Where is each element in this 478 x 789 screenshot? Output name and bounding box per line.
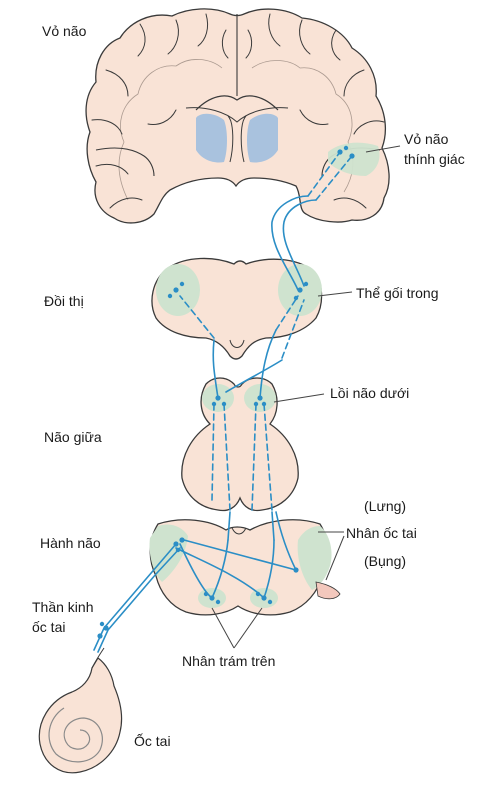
cortex-outline — [85, 8, 390, 224]
cochlea — [38, 647, 123, 774]
leader-medial-geniculate — [317, 291, 353, 297]
radiation-dashed — [307, 151, 341, 197]
brachium-dashed — [281, 299, 305, 359]
corpus-callosum — [195, 95, 279, 111]
lateral-lemniscus — [271, 511, 275, 541]
cochlea-shell — [38, 657, 123, 774]
leader-inferior-colliculus — [273, 393, 325, 403]
leader-lines — [211, 145, 401, 649]
cochlear-nucleus-right — [297, 526, 332, 590]
septum — [227, 115, 247, 163]
label-auditory-cortex-line2: thính giác — [404, 151, 465, 167]
leader-superior-olive-left — [211, 607, 235, 649]
olive-ascending — [263, 539, 275, 599]
brachium-fiber — [225, 359, 283, 393]
midbrain-outline — [181, 377, 299, 512]
label-ventral: (Bụng) — [364, 553, 407, 569]
radiation-dashed — [315, 155, 353, 201]
label-auditory-cortex-line1: Vỏ não — [404, 131, 449, 147]
trapezoid-fiber — [183, 539, 297, 571]
lateral-ventricle-left — [196, 113, 227, 163]
label-medulla: Hành não — [40, 535, 101, 551]
cochlea-spiral — [48, 707, 103, 763]
cochlear-nucleus-right-stub — [315, 581, 341, 600]
olive-ascending — [275, 511, 297, 571]
label-cortex: Vỏ não — [42, 23, 87, 39]
lateral-lemniscus-dashed — [223, 403, 231, 511]
label-cochlear-nerve-line2: ốc tai — [32, 619, 66, 635]
radiation-fiber — [271, 195, 309, 291]
brachium-dashed — [275, 295, 299, 331]
auditory-pathways — [93, 151, 353, 653]
radiation-fiber — [282, 199, 317, 287]
lateral-ventricle-right — [247, 113, 278, 163]
brachium-fiber — [259, 329, 277, 399]
midbrain-section — [181, 377, 299, 512]
medulla-section — [149, 519, 341, 616]
cerebral-cortex-section — [85, 8, 390, 224]
cochlear-nerve-fiber — [97, 547, 181, 653]
trapezoid-fiber — [179, 543, 213, 599]
cortex-sulci — [91, 13, 385, 209]
leader-superior-olive-right — [233, 607, 263, 649]
lateral-lemniscus — [227, 511, 231, 541]
brachium-dashed — [179, 295, 215, 339]
lateral-lemniscus-dashed — [251, 403, 257, 511]
thalamus-section — [151, 257, 323, 360]
lateral-lemniscus-dashed — [211, 403, 215, 501]
lateral-lemniscus-dashed — [263, 403, 273, 511]
neuron-endpoints — [97, 145, 355, 639]
olive-ascending — [211, 539, 229, 599]
label-cochlear-nucleus: Nhân ốc tai — [346, 525, 417, 541]
brachium-fiber — [212, 339, 219, 399]
label-cochlea: Ốc tai — [134, 733, 171, 749]
trapezoid-fiber — [175, 547, 265, 599]
label-thalamus: Đồi thị — [44, 293, 84, 309]
leader-auditory-cortex — [365, 145, 401, 153]
label-superior-olive: Nhân trám trên — [182, 653, 276, 669]
label-medial-geniculate: Thể gối trong — [356, 285, 439, 301]
label-midbrain: Não giữa — [44, 429, 102, 445]
label-cochlear-nerve-line1: Thần kinh — [32, 599, 94, 615]
label-dorsal: (Lưng) — [364, 498, 407, 514]
leader-cochlear-nucleus-ventral — [325, 535, 345, 581]
label-inferior-colliculus: Lồi não dưới — [330, 385, 410, 401]
